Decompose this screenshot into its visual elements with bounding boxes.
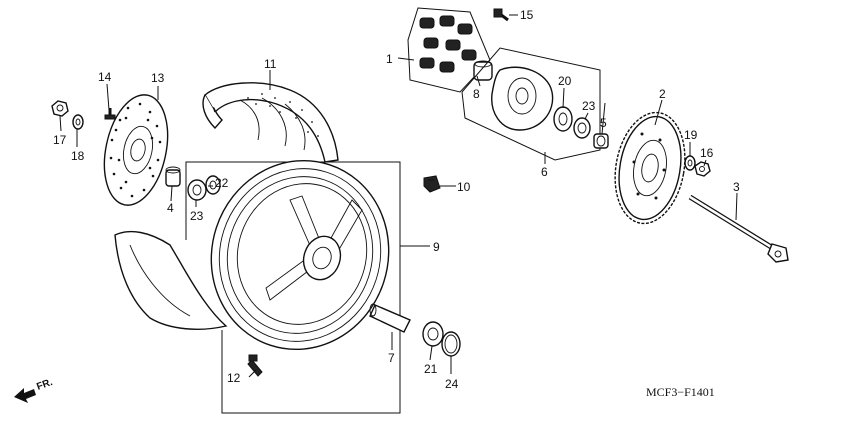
balance-weight xyxy=(423,175,441,193)
arrow-icon xyxy=(14,388,36,403)
callout-labels: 1 2 3 4 5 6 7 8 9 10 11 12 13 14 15 16 1… xyxy=(53,8,740,391)
washer xyxy=(72,114,84,130)
rear-axle xyxy=(688,194,789,263)
callout-23-left: 23 xyxy=(190,209,204,223)
callout-13: 13 xyxy=(151,71,165,85)
distance-collar xyxy=(165,166,181,187)
callout-24: 24 xyxy=(445,377,459,391)
brake-disc xyxy=(103,94,169,206)
direction-label: FR. xyxy=(35,377,54,393)
wheel-rim xyxy=(210,159,390,351)
callout-6: 6 xyxy=(541,165,548,179)
flange-seal xyxy=(573,117,591,139)
callout-14: 14 xyxy=(98,70,112,84)
callout-15: 15 xyxy=(520,8,534,22)
tire xyxy=(202,82,339,163)
flange-nut xyxy=(51,100,69,117)
callout-21: 21 xyxy=(424,362,438,376)
leader-lines xyxy=(59,14,738,378)
callout-12: 12 xyxy=(227,371,241,385)
bearing-right xyxy=(422,321,444,347)
sprocket-nut xyxy=(694,161,711,177)
flange-collar xyxy=(593,133,609,149)
dust-seal-left xyxy=(205,175,221,195)
callout-4: 4 xyxy=(167,201,174,215)
callout-17: 17 xyxy=(53,133,67,147)
callout-2: 2 xyxy=(659,87,666,101)
circlip xyxy=(441,331,461,357)
callout-18: 18 xyxy=(71,149,85,163)
axle-collar xyxy=(369,303,411,333)
air-valve xyxy=(247,354,263,377)
flange-bearing xyxy=(553,106,573,132)
callout-3: 3 xyxy=(733,180,740,194)
callout-10: 10 xyxy=(457,180,471,194)
sprocket-washer xyxy=(684,155,696,171)
callout-22: 22 xyxy=(215,176,229,190)
callout-7: 7 xyxy=(388,351,395,365)
callout-11: 11 xyxy=(264,57,277,71)
callout-20: 20 xyxy=(558,74,572,88)
flange-bolt xyxy=(493,8,509,22)
diagram-code: MCF3−F1401 xyxy=(646,385,715,399)
callout-1: 1 xyxy=(386,52,393,66)
damper-rubbers xyxy=(407,7,491,93)
callout-8: 8 xyxy=(473,87,480,101)
front-direction-arrow: FR. xyxy=(14,377,54,403)
driven-flange-collar xyxy=(473,60,493,81)
callout-9: 9 xyxy=(433,240,440,254)
callout-23-right: 23 xyxy=(582,99,596,113)
disc-bolt xyxy=(104,108,116,120)
bearing-left xyxy=(187,179,207,201)
wheel-group-frame xyxy=(185,161,401,414)
callout-5: 5 xyxy=(600,116,607,130)
driven-flange xyxy=(461,47,601,161)
callout-19: 19 xyxy=(684,128,698,142)
tire-lower-section xyxy=(114,230,228,330)
drive-sprocket xyxy=(614,111,686,225)
callout-16: 16 xyxy=(700,146,714,160)
